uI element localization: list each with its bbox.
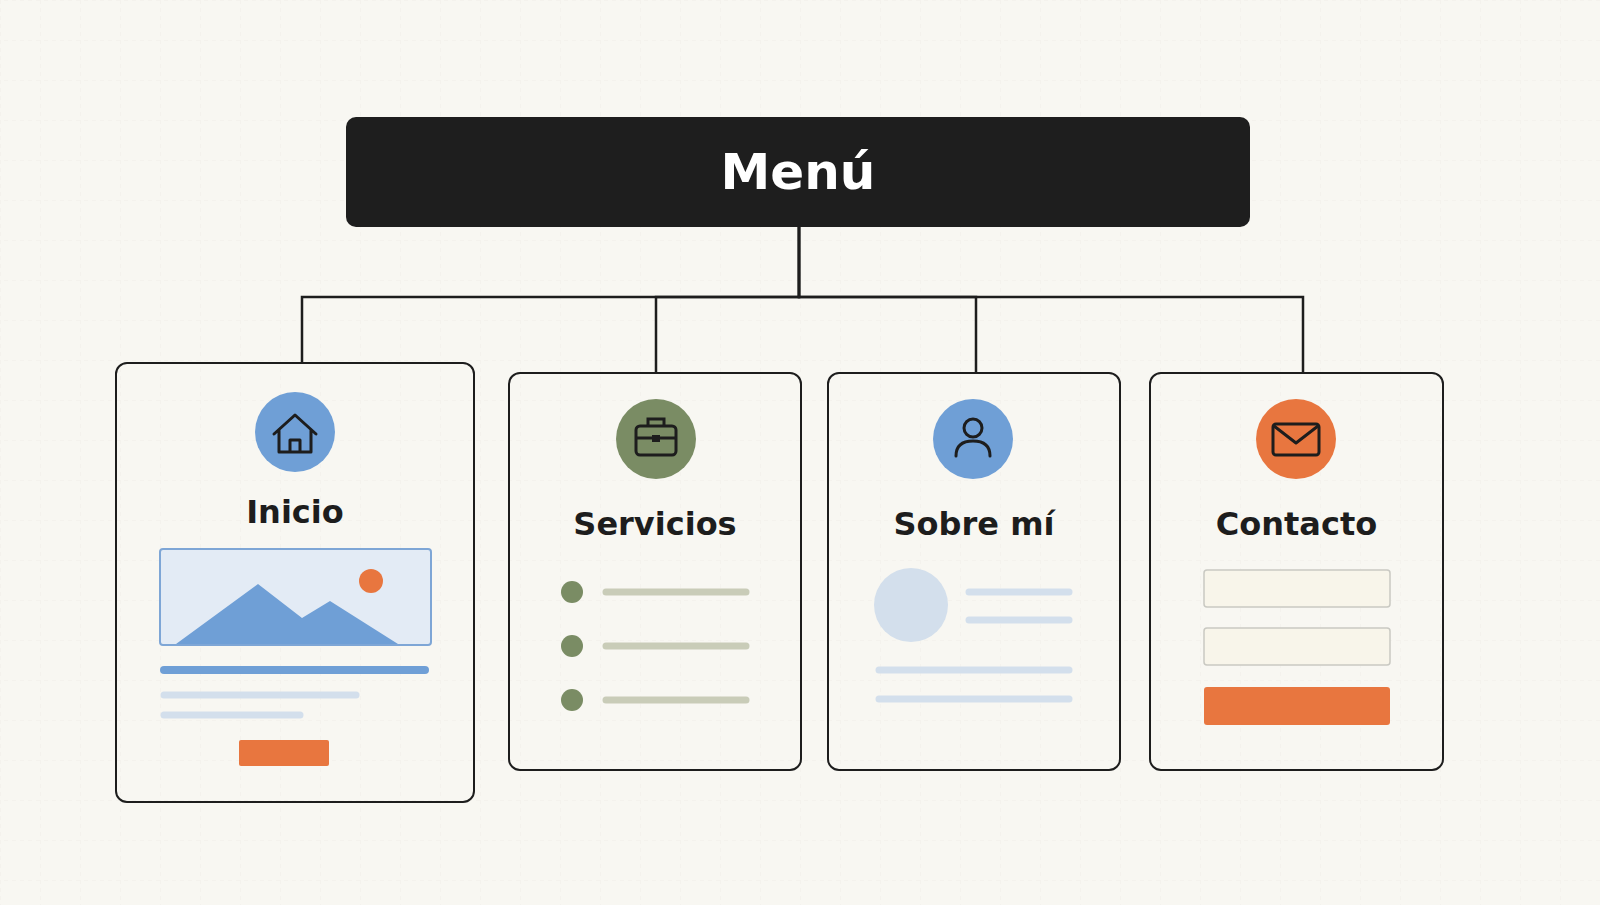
page-card: Sobre mí xyxy=(827,372,1121,771)
home-icon xyxy=(255,392,335,472)
page-title: Servicios xyxy=(510,505,800,543)
service-list-part xyxy=(606,592,746,700)
contact-form-part xyxy=(1204,570,1390,607)
text-lines-part xyxy=(164,692,356,699)
home-icon-part xyxy=(255,392,335,472)
page-title: Inicio xyxy=(117,493,473,531)
mail-icon-part xyxy=(1274,426,1318,443)
hero-image xyxy=(160,549,431,645)
briefcase-icon-part xyxy=(652,435,660,442)
hero-image-part xyxy=(176,584,398,644)
tree-connector-group xyxy=(302,227,799,362)
contact-form-part xyxy=(1204,687,1390,725)
page-title: Sobre mí xyxy=(829,505,1119,543)
briefcase-icon-part xyxy=(636,426,676,455)
profile-block-part xyxy=(879,592,1069,699)
page-card: Inicio xyxy=(115,362,475,803)
profile-block-part xyxy=(874,568,948,642)
profile-block-part-part xyxy=(879,667,1069,674)
profile-block-part-part xyxy=(969,589,1069,596)
person-icon-part xyxy=(933,399,1013,479)
mail-icon-part xyxy=(1256,399,1336,479)
service-list-part xyxy=(561,689,583,711)
tree-connector-group xyxy=(799,227,1303,372)
text-lines-part xyxy=(164,666,425,674)
profile-block-part-part xyxy=(879,696,1069,703)
service-list-part xyxy=(561,635,583,657)
tree-connector xyxy=(799,227,1303,372)
page-card: Contacto xyxy=(1149,372,1444,771)
briefcase-icon-part xyxy=(616,399,696,479)
tree-connector-group xyxy=(799,227,976,372)
menu-title: Menú xyxy=(721,145,876,200)
profile-block-part-part xyxy=(969,617,1069,624)
service-list-part-part xyxy=(606,643,746,650)
service-list xyxy=(561,581,746,711)
mail-icon xyxy=(1256,399,1336,479)
briefcase-icon xyxy=(616,399,696,479)
person-icon xyxy=(933,399,1013,479)
service-list-part-part xyxy=(606,697,746,704)
service-list-part xyxy=(561,581,583,603)
contact-form-part xyxy=(1204,628,1390,665)
hero-image-part xyxy=(359,569,383,593)
page-card: Servicios xyxy=(508,372,802,771)
hero-image-part xyxy=(160,549,431,645)
tree-connector-group xyxy=(656,227,799,372)
person-icon-part xyxy=(956,441,990,456)
menu-bar: Menú xyxy=(346,117,1250,227)
service-list-part-part xyxy=(606,589,746,596)
tree-connector xyxy=(656,227,799,372)
cta-button xyxy=(239,740,329,766)
person-icon-part xyxy=(964,419,982,437)
tree-connector xyxy=(799,227,976,372)
profile-block xyxy=(874,568,1069,699)
home-icon-part xyxy=(274,415,316,452)
tree-connector xyxy=(302,227,799,362)
mail-icon-part xyxy=(1273,424,1319,455)
page-title: Contacto xyxy=(1151,505,1442,543)
text-lines xyxy=(164,670,425,715)
text-lines-part xyxy=(164,712,300,719)
contact-form xyxy=(1204,570,1390,725)
